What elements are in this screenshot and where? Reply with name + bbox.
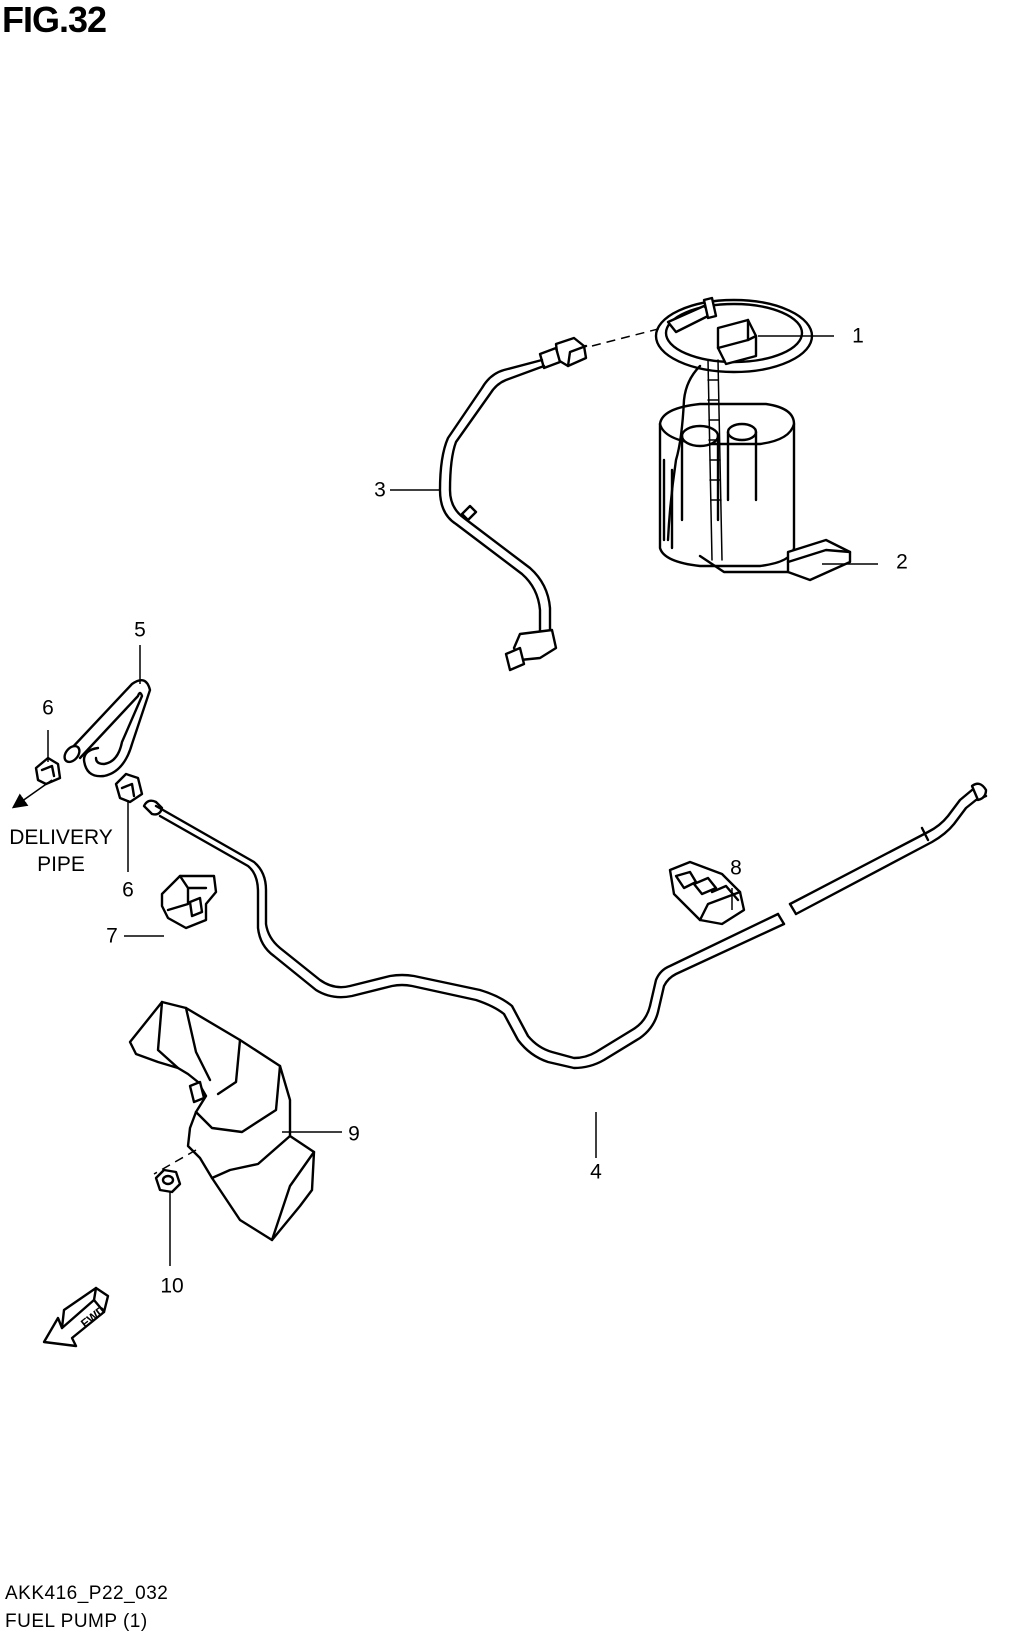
callout-3: 3 [374,478,386,502]
figure-code: AKK416_P22_032 [5,1583,169,1604]
callout-1: 1 [852,324,864,348]
direction-badge-text: FWD [78,1303,108,1331]
fuel-pipe-protector-9 [128,1000,316,1242]
fuel-hose-5 [63,678,152,778]
delivery-pipe-note-line1: DELIVERY [9,826,113,849]
delivery-pipe-note: DELIVERY PIPE [2,824,120,878]
fuel-pump-assembly [591,296,852,582]
callout-7: 7 [106,924,118,948]
callout-5: 5 [134,618,146,642]
callout-9: 9 [348,1122,360,1146]
callout-10: 10 [160,1274,184,1298]
leader-lines [47,335,878,1266]
callout-2: 2 [896,550,908,574]
callout-4: 4 [590,1160,602,1184]
figure-caption: FUEL PUMP (1) [5,1611,148,1632]
hose-clamp-6b [114,772,144,804]
callout-6-upper: 6 [42,696,54,720]
callout-8: 8 [730,856,742,880]
delivery-pipe-note-line2: PIPE [37,853,85,876]
forward-arrow-icon: FWD [42,1286,110,1348]
fuel-hose-3 [438,336,588,672]
callout-6-lower: 6 [122,878,134,902]
figure-title: FIG.32 [2,0,107,40]
pipe-clip-7 [160,874,218,930]
pipe-clip-8 [668,860,746,926]
fuel-pipe-4 [142,782,988,1070]
nut-10 [154,1168,182,1194]
